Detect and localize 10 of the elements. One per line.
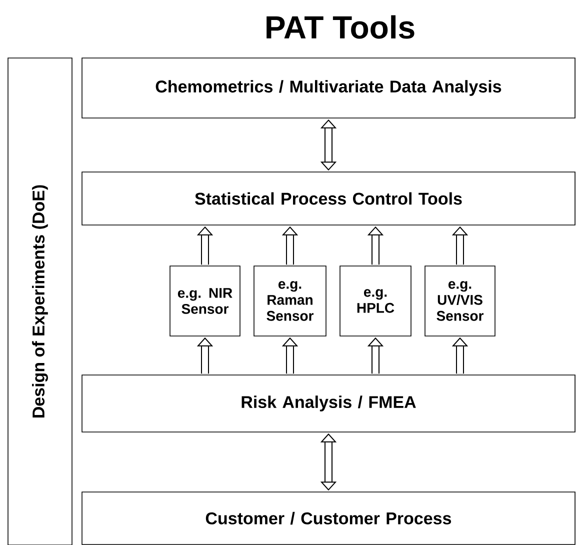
layer-box: Statistical Process Control Tools	[82, 172, 576, 226]
layer-box: Chemometrics / Multivariate Data Analysis	[82, 58, 576, 118]
sensor-box: e.g. Raman Sensor	[254, 266, 326, 336]
layer-box: Risk Analysis / FMEA	[82, 374, 576, 432]
sensor-box: e.g. NIR Sensor	[170, 266, 240, 336]
title: PAT Tools	[266, 15, 414, 39]
layer-box: Customer / Customer Process	[82, 492, 576, 545]
side-box: Design of Experiments (DoE)	[8, 58, 72, 545]
sensor-box: e.g. UV/VIS Sensor	[424, 266, 496, 336]
sensor-box: e.g. HPLC	[340, 266, 412, 336]
